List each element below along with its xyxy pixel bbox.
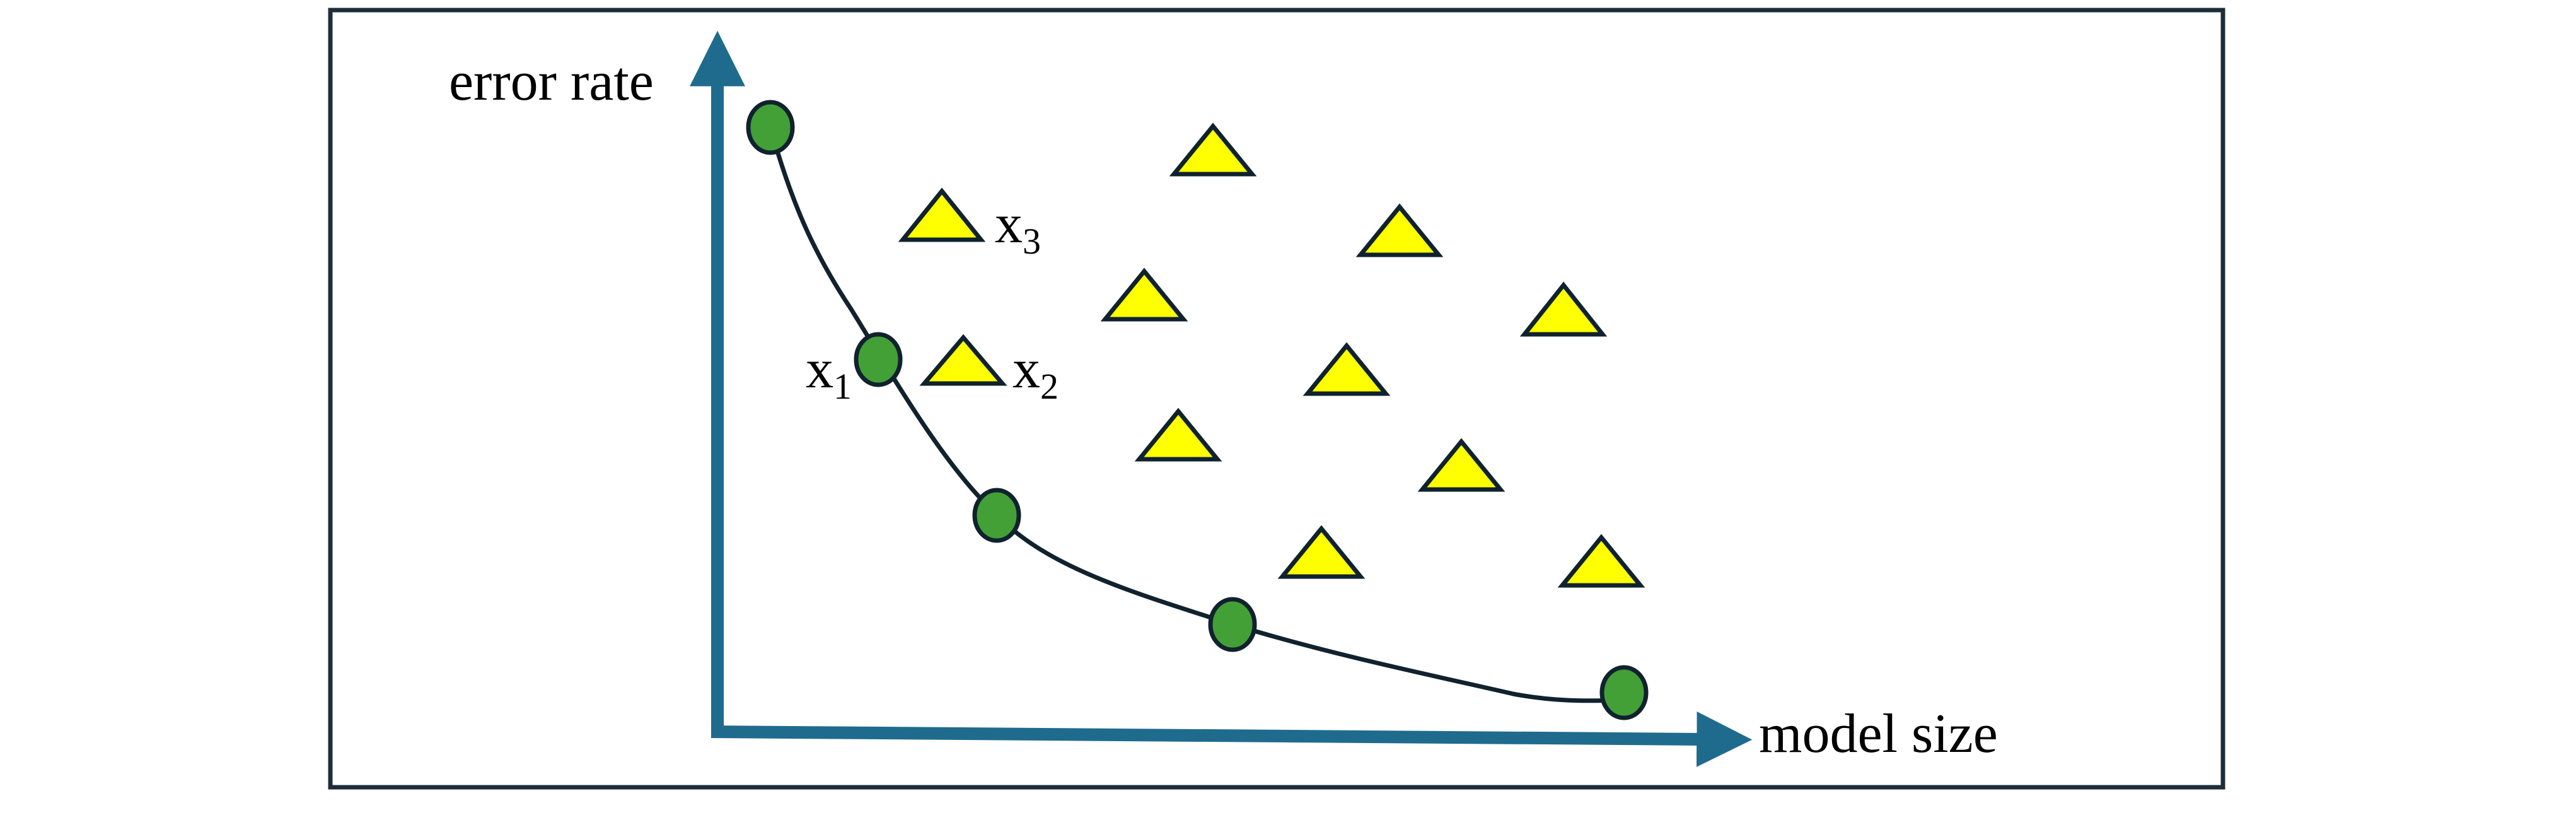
x-axis [711, 711, 1753, 767]
dominated-point [1519, 281, 1608, 337]
pareto-point [1208, 597, 1257, 652]
diagram-frame [328, 8, 2225, 790]
pareto-point [746, 100, 795, 155]
y-axis-label: error rate [449, 51, 654, 112]
point-label-x2: x2 [1012, 339, 1059, 407]
dominated-point [1134, 408, 1222, 462]
pareto-front-curve [768, 127, 1624, 703]
point-label-x3: x3 [995, 194, 1041, 262]
dominated-point [1417, 438, 1506, 492]
pareto-point [972, 488, 1021, 543]
dominated-point-x3 [898, 187, 986, 242]
dominated-point [1169, 122, 1257, 177]
x-axis-label: model size [1759, 703, 1998, 765]
dominated-point [1557, 534, 1645, 588]
dominated-point-x2 [919, 334, 1007, 386]
point-label-x1: x1 [806, 339, 852, 407]
dominated-point [1277, 525, 1366, 579]
dominated-point [1355, 203, 1444, 257]
pareto-point-x1 [854, 332, 903, 387]
dominated-point [1100, 267, 1188, 322]
dominated-point [1303, 342, 1391, 396]
pareto-point [1599, 665, 1649, 720]
